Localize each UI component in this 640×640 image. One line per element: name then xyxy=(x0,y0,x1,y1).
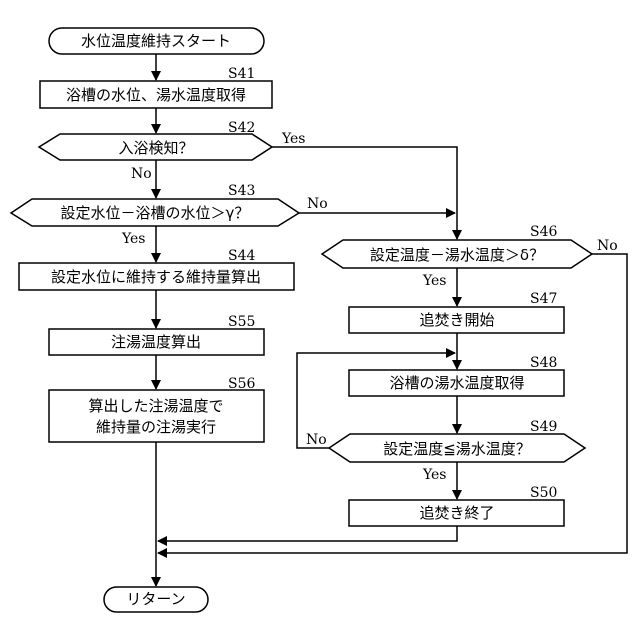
branch-label-s42-no: No xyxy=(131,166,152,182)
step-label-s50: S50 xyxy=(530,485,557,501)
process-s47-text: 追焚き開始 xyxy=(419,311,494,329)
branch-label-s49-yes: Yes xyxy=(422,467,447,483)
process-s44-text: 設定水位に維持する維持量算出 xyxy=(51,268,261,286)
connector-s50-merge xyxy=(158,526,457,541)
decision-s49-text: 設定温度≦湯水温度？ xyxy=(383,440,531,458)
step-label-s48: S48 xyxy=(530,355,557,371)
start-label: 水位温度維持スタート xyxy=(81,32,231,50)
branch-label-s46-yes: Yes xyxy=(422,273,447,289)
step-label-s46: S46 xyxy=(530,224,557,240)
process-s56-text-line1: 算出した注湯温度で xyxy=(88,397,223,415)
step-label-s55: S55 xyxy=(228,314,255,330)
step-label-s44: S44 xyxy=(228,248,255,264)
process-s56-text-line2: 維持量の注湯実行 xyxy=(96,418,216,436)
branch-label-s42-yes: Yes xyxy=(281,131,306,147)
decision-s46-text: 設定温度－湯水温度＞δ？ xyxy=(370,246,544,264)
step-label-s43: S43 xyxy=(228,183,255,199)
step-label-s49: S49 xyxy=(530,419,557,435)
branch-label-s43-no: No xyxy=(307,196,328,212)
step-label-s41: S41 xyxy=(228,66,255,82)
branch-label-s43-yes: Yes xyxy=(121,231,146,247)
decision-s43-text: 設定水位－浴槽の水位＞γ？ xyxy=(61,204,250,222)
connector-s42-yes xyxy=(272,147,457,213)
branch-label-s46-no: No xyxy=(597,238,618,254)
process-s41-text: 浴槽の水位、湯水温度取得 xyxy=(66,86,246,104)
return-label: リターン xyxy=(126,590,185,608)
process-s55-text: 注湯温度算出 xyxy=(111,333,201,351)
step-label-s47: S47 xyxy=(530,291,557,307)
process-s48-text: 浴槽の湯水温度取得 xyxy=(389,374,524,392)
process-s50-text: 追焚き終了 xyxy=(419,504,494,522)
branch-label-s49-no: No xyxy=(306,432,327,448)
decision-s42-text: 入浴検知？ xyxy=(118,139,193,157)
